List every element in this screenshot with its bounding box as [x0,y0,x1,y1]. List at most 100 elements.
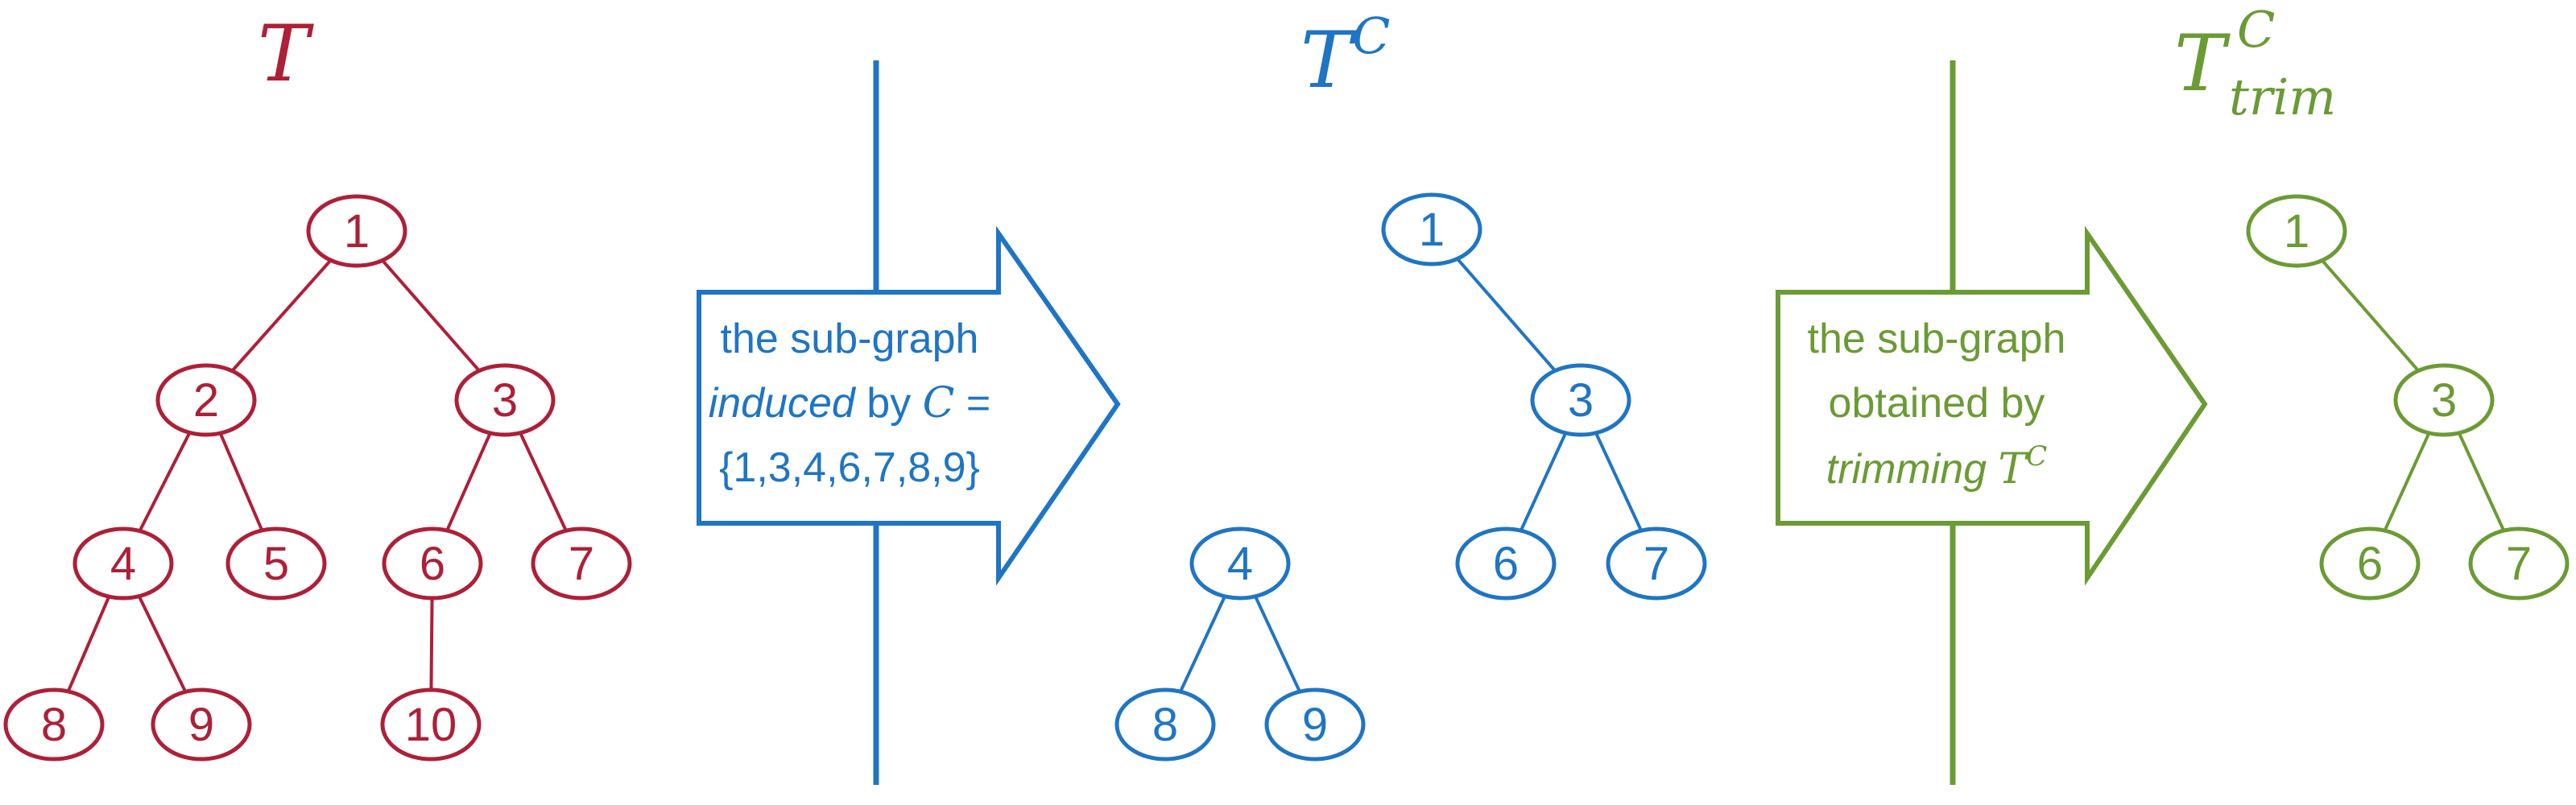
induced-edge-4-8 [1179,595,1226,693]
arrow-induced-line2: induced by C = [709,379,991,427]
edges-layer [66,258,2506,693]
arrow-induced-var: C [923,379,955,427]
induced-node-7-ellipse [1606,526,1707,601]
original-node-2-ellipse [155,363,257,437]
trimmed-node-3-ellipse [2393,363,2495,437]
induced-node-9-ellipse [1264,687,1366,762]
original-edge-2-5 [218,432,264,531]
arrow-trim-line3: trimming TC [1826,440,2048,493]
original-node-4-ellipse [72,526,174,601]
induced-edge-4-9 [1254,595,1301,693]
arrow-trim-line1: the sub-graph [1808,316,2066,362]
title-trimmed: T C trim [2174,0,2336,126]
original-node-9-label: 9 [188,699,214,751]
title-induced: TC [1300,6,1390,105]
induced-node-9: 9 [1264,687,1366,762]
induced-node-6: 6 [1455,526,1557,601]
induced-node-9-label: 9 [1302,699,1328,751]
arrow-induced-italic-word: induced [709,380,857,427]
induced-node-8-ellipse [1114,687,1216,762]
title-original: T [258,9,314,99]
induced-node-6-label: 6 [1493,538,1519,590]
original-node-8: 8 [3,687,105,762]
original-node-6-ellipse [382,526,483,601]
original-node-3-ellipse [454,363,556,437]
induced-node-1-label: 1 [1419,204,1445,256]
arrow-trim-italic-word: trimming [1826,446,1987,493]
trimmed-node-1: 1 [2246,194,2347,268]
induced-node-3: 3 [1530,363,1631,437]
title-trimmed-sup: C [2237,0,2275,59]
arrow-induced-by: by [855,380,923,427]
title-induced-sup: C [1352,6,1390,65]
arrow-trim-line2: obtained by [1829,380,2045,427]
induced-node-4-label: 4 [1227,538,1253,590]
original-edge-1-2 [230,258,333,373]
induced-node-8-label: 8 [1152,699,1178,751]
original-node-4: 4 [72,526,174,601]
original-node-4-label: 4 [110,538,136,590]
original-node-7-ellipse [531,526,632,601]
original-node-10: 10 [380,687,482,762]
trimmed-node-7-ellipse [2468,526,2570,601]
original-node-2-label: 2 [193,374,219,427]
trimmed-node-6: 6 [2319,526,2421,601]
original-node-6-label: 6 [420,538,445,590]
induced-node-1-ellipse [1381,192,1482,266]
original-edge-6-10 [429,597,434,691]
original-edge-4-9 [137,595,188,693]
arrow-induced: the sub-graph induced by C = {1,3,4,6,7,… [697,225,1121,586]
trimmed-node-7: 7 [2468,526,2570,601]
arrow-induced-eq: = [954,380,990,427]
arrow-induced-shape [697,225,1121,586]
title-induced-base: T [1300,15,1357,105]
original-node-5-ellipse [225,526,327,601]
trimmed-node-1-ellipse [2246,194,2347,268]
original-edge-3-7 [519,431,568,532]
arrow-trim-var: T [1999,445,2029,493]
title-trimmed-sub: trim [2229,68,2336,126]
original-node-3: 3 [454,363,556,437]
arrow-induced-line3: {1,3,4,6,7,8,9} [719,444,980,491]
original-edge-1-3 [381,259,481,372]
induced-node-3-ellipse [1530,363,1631,437]
original-node-8-label: 8 [41,699,67,751]
trimmed-node-3-label: 3 [2431,374,2457,427]
trimmed-node-6-ellipse [2319,526,2421,601]
original-node-1: 1 [306,194,407,268]
original-node-6: 6 [382,526,483,601]
trimmed-node-6-label: 6 [2357,538,2383,590]
induced-node-6-ellipse [1455,526,1557,601]
original-node-1-ellipse [306,194,407,268]
original-node-10-label: 10 [405,699,457,751]
trimmed-edge-3-7 [2457,432,2506,531]
induced-node-4-ellipse [1189,526,1291,601]
trimmed-edge-1-3 [2321,259,2420,372]
arrow-induced-line1: the sub-graph [721,316,979,362]
arrow-trim-shape [1776,225,2208,586]
original-node-10-ellipse [380,687,482,762]
induced-node-7-label: 7 [1644,538,1669,590]
trimmed-edge-3-6 [2383,432,2431,531]
title-trimmed-base: T [2174,19,2231,109]
original-node-5-label: 5 [263,538,289,590]
original-node-9: 9 [151,687,252,762]
trimmed-node-3: 3 [2393,363,2495,437]
induced-edge-1-3 [1456,258,1557,372]
arrow-trim-var-sup: C [2026,440,2047,473]
induced-node-7: 7 [1606,526,1707,601]
original-node-9-ellipse [151,687,252,762]
trimmed-node-1-label: 1 [2284,205,2309,258]
induced-edge-3-7 [1594,431,1643,532]
induced-node-3-label: 3 [1568,374,1594,427]
original-edge-3-6 [445,432,492,531]
original-node-2: 2 [155,363,257,437]
original-node-3-label: 3 [492,374,518,427]
original-node-1-label: 1 [344,205,370,258]
original-node-8-ellipse [3,687,105,762]
original-edge-2-4 [138,431,192,532]
induced-node-1: 1 [1381,192,1482,266]
